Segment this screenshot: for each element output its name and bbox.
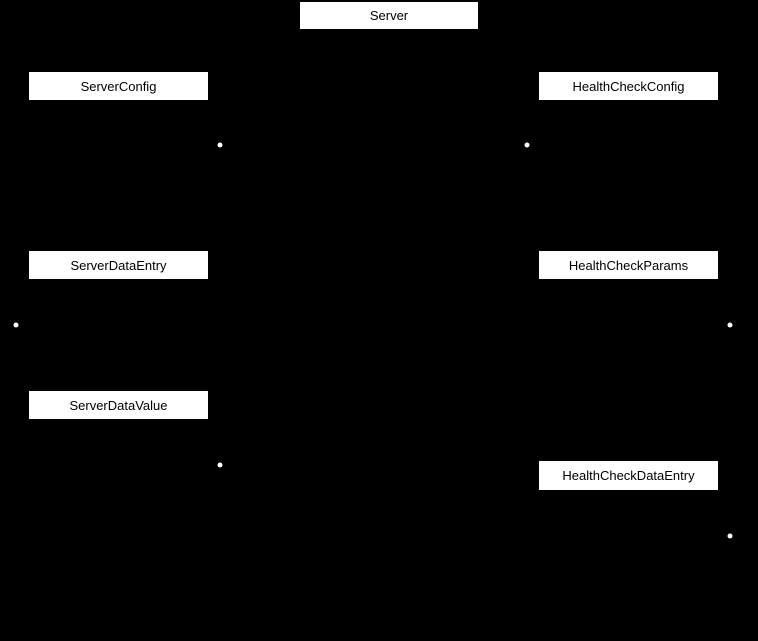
node-label: HealthCheckDataEntry — [562, 468, 695, 483]
connector-dot — [13, 322, 19, 328]
node-label: HealthCheckConfig — [572, 78, 685, 94]
node-health-check-params[interactable]: HealthCheckParams — [539, 251, 718, 279]
node-label: ServerDataEntry — [70, 257, 167, 273]
node-server-config[interactable]: ServerConfig — [29, 72, 208, 100]
node-health-check-data-entry[interactable]: HealthCheckDataEntry — [539, 461, 718, 490]
connector-dot — [727, 322, 733, 328]
node-server-data-entry[interactable]: ServerDataEntry — [29, 251, 208, 279]
connector-dot — [217, 142, 223, 148]
node-server[interactable]: Server — [300, 2, 478, 29]
connector-dot — [524, 142, 530, 148]
connector-dot — [217, 462, 223, 468]
node-health-check-config[interactable]: HealthCheckConfig — [539, 72, 718, 100]
connector-dot — [727, 533, 733, 539]
node-label: Server — [369, 8, 409, 23]
node-server-data-value[interactable]: ServerDataValue — [29, 391, 208, 419]
node-label: ServerConfig — [80, 78, 157, 94]
node-label: ServerDataValue — [69, 397, 168, 413]
node-label: HealthCheckParams — [568, 257, 689, 273]
